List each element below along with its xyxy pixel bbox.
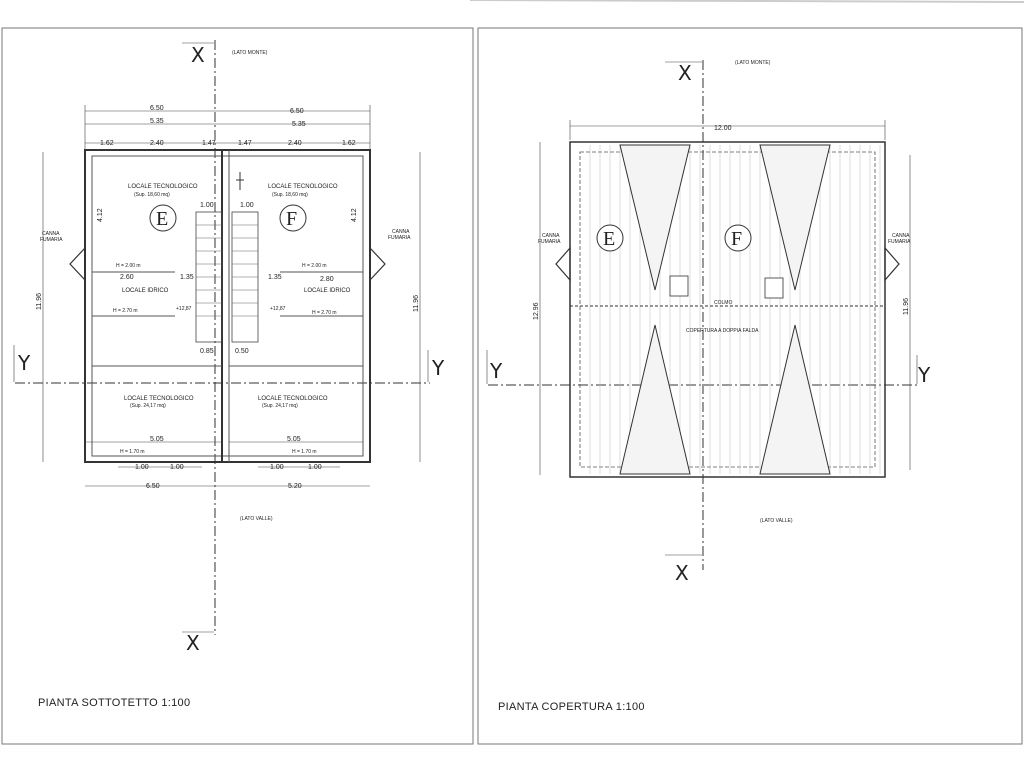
svg-text:2.40: 2.40 [150, 140, 164, 147]
svg-text:1.00: 1.00 [200, 202, 214, 209]
svg-text:6.50: 6.50 [290, 108, 304, 115]
svg-text:12.96: 12.96 [533, 302, 540, 320]
svg-text:(Sup. 18,60 mq): (Sup. 18,60 mq) [134, 192, 170, 198]
svg-text:5.05: 5.05 [150, 436, 164, 443]
axis-x-top-right: X [678, 61, 692, 85]
chimney-left [69, 246, 86, 282]
svg-text:11.96: 11.96 [903, 298, 910, 315]
svg-text:1.62: 1.62 [342, 140, 356, 147]
svg-text:1.00: 1.00 [308, 464, 322, 471]
svg-text:LOCALE TECNOLOGICO: LOCALE TECNOLOGICO [258, 396, 328, 402]
chimney-right [369, 246, 386, 282]
svg-text:1.00: 1.00 [270, 464, 284, 471]
svg-text:CANNA: CANNA [392, 229, 410, 235]
right-plan: X X (LATO MONTE) (LATO VALLE) Y Y 12.00 … [486, 60, 931, 713]
svg-text:11.96: 11.96 [36, 293, 43, 310]
axis-x-bottom-left: X [186, 631, 200, 655]
svg-text:12.00: 12.00 [714, 125, 732, 132]
roof-chimney-right [884, 246, 900, 282]
axis-y-right-left: Y [431, 356, 445, 380]
svg-text:CANNA: CANNA [542, 233, 560, 239]
roof-outline [569, 141, 886, 478]
svg-text:LOCALE TECNOLOGICO: LOCALE TECNOLOGICO [268, 184, 338, 190]
svg-text:1.47: 1.47 [238, 140, 252, 147]
svg-text:CANNA: CANNA [42, 231, 60, 237]
lato-monte-right: (LATO MONTE) [735, 60, 771, 66]
unit-e-circle-right [596, 224, 624, 252]
svg-text:LOCALE IDRICO: LOCALE IDRICO [122, 288, 169, 294]
svg-text:+12,87: +12,87 [176, 306, 192, 312]
svg-text:6.50: 6.50 [146, 483, 160, 490]
svg-text:FUMARIA: FUMARIA [888, 239, 911, 245]
unit-f-circle-right [724, 224, 752, 252]
svg-text:FUMARIA: FUMARIA [388, 235, 411, 241]
lato-valle-right: (LATO VALLE) [760, 518, 793, 524]
axis-x-bottom-right: X [675, 561, 689, 585]
lato-valle-left: (LATO VALLE) [240, 516, 273, 522]
unit-e-label-right: E [603, 228, 615, 250]
svg-text:1.62: 1.62 [100, 140, 114, 147]
svg-text:+12,87: +12,87 [270, 306, 286, 312]
svg-text:H = 2.70 m: H = 2.70 m [312, 310, 337, 316]
svg-text:H = 2.00 m: H = 2.00 m [302, 263, 327, 269]
svg-text:5.05: 5.05 [287, 436, 301, 443]
svg-text:2.40: 2.40 [288, 140, 302, 147]
svg-text:H = 2.70 m: H = 2.70 m [113, 308, 138, 314]
skylight-left [669, 275, 689, 297]
svg-text:1.35: 1.35 [180, 274, 194, 281]
unit-e-label-left: E [156, 208, 168, 230]
svg-text:1.00: 1.00 [170, 464, 184, 471]
unit-f-label-left: F [286, 208, 297, 230]
svg-text:5.20: 5.20 [288, 483, 302, 490]
ridge-label: COLMO [714, 300, 732, 306]
left-plan: X X (LATO MONTE) (LATO VALLE) Y Y 6.50 6… [13, 40, 445, 709]
right-title: PIANTA COPERTURA 1:100 [498, 701, 645, 713]
svg-text:1.00: 1.00 [135, 464, 149, 471]
svg-text:LOCALE TECNOLOGICO: LOCALE TECNOLOGICO [124, 396, 194, 402]
svg-text:5.35: 5.35 [150, 118, 164, 125]
axis-x-top-left: X [191, 43, 205, 67]
left-sheet-frame [1, 27, 474, 745]
svg-text:LOCALE IDRICO: LOCALE IDRICO [304, 288, 351, 294]
left-outer-wall [84, 149, 371, 463]
left-title: PIANTA SOTTOTETTO 1:100 [38, 697, 190, 709]
svg-text:11.96: 11.96 [413, 295, 420, 312]
svg-text:0.85: 0.85 [200, 348, 214, 355]
lato-monte-left: (LATO MONTE) [232, 50, 268, 56]
svg-text:1.00: 1.00 [240, 202, 254, 209]
svg-text:H = 1.70 m: H = 1.70 m [292, 449, 317, 455]
svg-text:1.35: 1.35 [268, 274, 282, 281]
svg-text:5.35: 5.35 [292, 121, 306, 128]
svg-text:1.47: 1.47 [202, 140, 216, 147]
axis-y-left-right: Y [489, 359, 503, 383]
svg-text:LOCALE TECNOLOGICO: LOCALE TECNOLOGICO [128, 184, 198, 190]
svg-text:CANNA: CANNA [892, 233, 910, 239]
svg-text:0.50: 0.50 [235, 348, 249, 355]
svg-text:FUMARIA: FUMARIA [538, 239, 561, 245]
roof-chimney-left [555, 246, 571, 282]
skylight-right [764, 277, 784, 299]
unit-f-label-right: F [731, 228, 742, 250]
roof-valleys [619, 144, 831, 475]
unit-e-circle-left [149, 204, 177, 232]
axis-y-right-right: Y [917, 363, 931, 387]
scan-edge [469, 0, 1024, 3]
svg-text:H = 2.00 m: H = 2.00 m [116, 263, 141, 269]
svg-text:2.60: 2.60 [120, 274, 134, 281]
svg-text:(Sup. 24,17 mq): (Sup. 24,17 mq) [262, 403, 298, 409]
axis-y-left-left: Y [17, 351, 31, 375]
svg-text:4.12: 4.12 [351, 208, 358, 222]
right-sheet-frame [477, 27, 1023, 745]
svg-text:(Sup. 24,17 mq): (Sup. 24,17 mq) [130, 403, 166, 409]
svg-text:2.80: 2.80 [320, 276, 334, 283]
svg-text:4.12: 4.12 [97, 208, 104, 222]
svg-text:6.50: 6.50 [150, 105, 164, 112]
svg-text:FUMARIA: FUMARIA [40, 237, 63, 243]
svg-text:H = 1.70 m: H = 1.70 m [120, 449, 145, 455]
svg-text:(Sup. 18,60 mq): (Sup. 18,60 mq) [272, 192, 308, 198]
unit-f-circle-left [279, 204, 307, 232]
roof-type-label: COPERTURA A DOPPIA FALDA [686, 328, 759, 334]
